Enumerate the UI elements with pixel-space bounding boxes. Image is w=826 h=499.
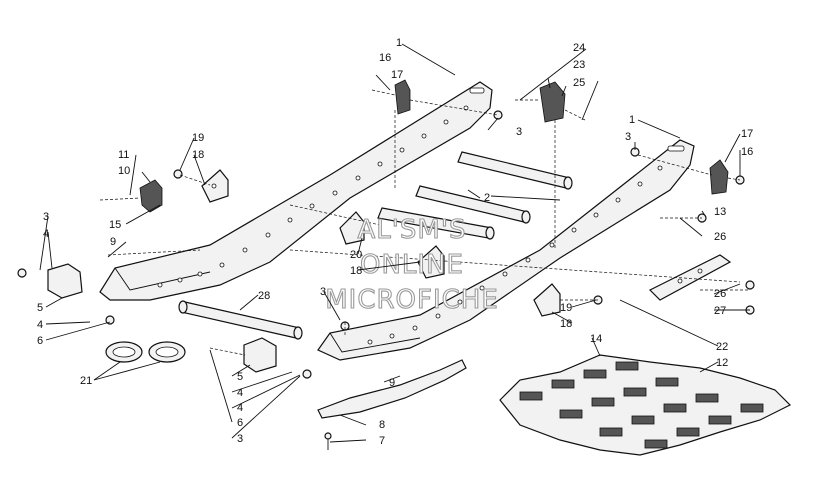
- watermark-line: ONLINE: [360, 250, 464, 280]
- callout-26: 26: [714, 231, 726, 243]
- callout-3: 3: [516, 126, 522, 138]
- callout-8: 8: [379, 419, 385, 431]
- callout-4: 4: [237, 402, 243, 414]
- callout-5: 5: [37, 302, 43, 314]
- callout-6: 6: [37, 335, 43, 347]
- watermark-line: MICROFICHE: [325, 285, 499, 315]
- callout-1: 1: [396, 37, 402, 49]
- callout-23: 23: [573, 59, 585, 71]
- callout-10: 10: [118, 165, 130, 177]
- callout-12: 12: [716, 357, 728, 369]
- callout-17: 17: [741, 128, 753, 140]
- callout-21: 21: [80, 375, 92, 387]
- callout-1: 1: [629, 114, 635, 126]
- callout-28: 28: [258, 290, 270, 302]
- watermark: AL'SM'S ONLINE MICROFICHE: [325, 214, 499, 315]
- rear-extension-plate: [648, 254, 732, 301]
- track-assembly: [499, 354, 792, 456]
- callout-26: 26: [714, 288, 726, 300]
- callout-labels: 1 16 17 24 23 25 3 1 3 17 16 11 10 19 18…: [37, 37, 753, 447]
- callout-18: 18: [350, 265, 362, 277]
- callout-4: 4: [43, 228, 49, 240]
- callout-3: 3: [237, 433, 243, 445]
- cross-shafts: [377, 151, 573, 240]
- callout-3: 3: [625, 131, 631, 143]
- lower-cross-shaft: [178, 300, 303, 340]
- callout-2: 2: [484, 192, 490, 204]
- leader-lines: [39, 43, 750, 443]
- callout-13: 13: [714, 206, 726, 218]
- brackets-and-hardware: [17, 79, 755, 450]
- callout-7: 7: [379, 435, 385, 447]
- callout-20: 20: [350, 249, 362, 261]
- callout-6: 6: [237, 417, 243, 429]
- callout-3: 3: [320, 286, 326, 298]
- callout-22: 22: [716, 341, 728, 353]
- callout-15: 15: [109, 219, 121, 231]
- callout-5: 5: [237, 371, 243, 383]
- callout-27: 27: [714, 305, 726, 317]
- callout-9: 9: [110, 236, 116, 248]
- callout-3: 3: [43, 211, 49, 223]
- right-slide-rail: [317, 139, 695, 361]
- callout-9: 9: [389, 377, 395, 389]
- callout-18: 18: [192, 149, 204, 161]
- callout-18: 18: [560, 318, 572, 330]
- callout-17: 17: [391, 69, 403, 81]
- callout-19: 19: [560, 302, 572, 314]
- left-slide-rail: [99, 81, 493, 301]
- callout-16: 16: [741, 146, 753, 158]
- callout-14: 14: [590, 333, 602, 345]
- wear-strip: [317, 359, 467, 419]
- callout-11: 11: [118, 149, 129, 161]
- callout-4: 4: [237, 387, 243, 399]
- callout-16: 16: [379, 52, 391, 64]
- watermark-line: AL'SM'S: [357, 215, 466, 245]
- callout-24: 24: [573, 42, 585, 54]
- callout-4: 4: [37, 319, 43, 331]
- callout-25: 25: [573, 77, 585, 89]
- callout-19: 19: [192, 132, 204, 144]
